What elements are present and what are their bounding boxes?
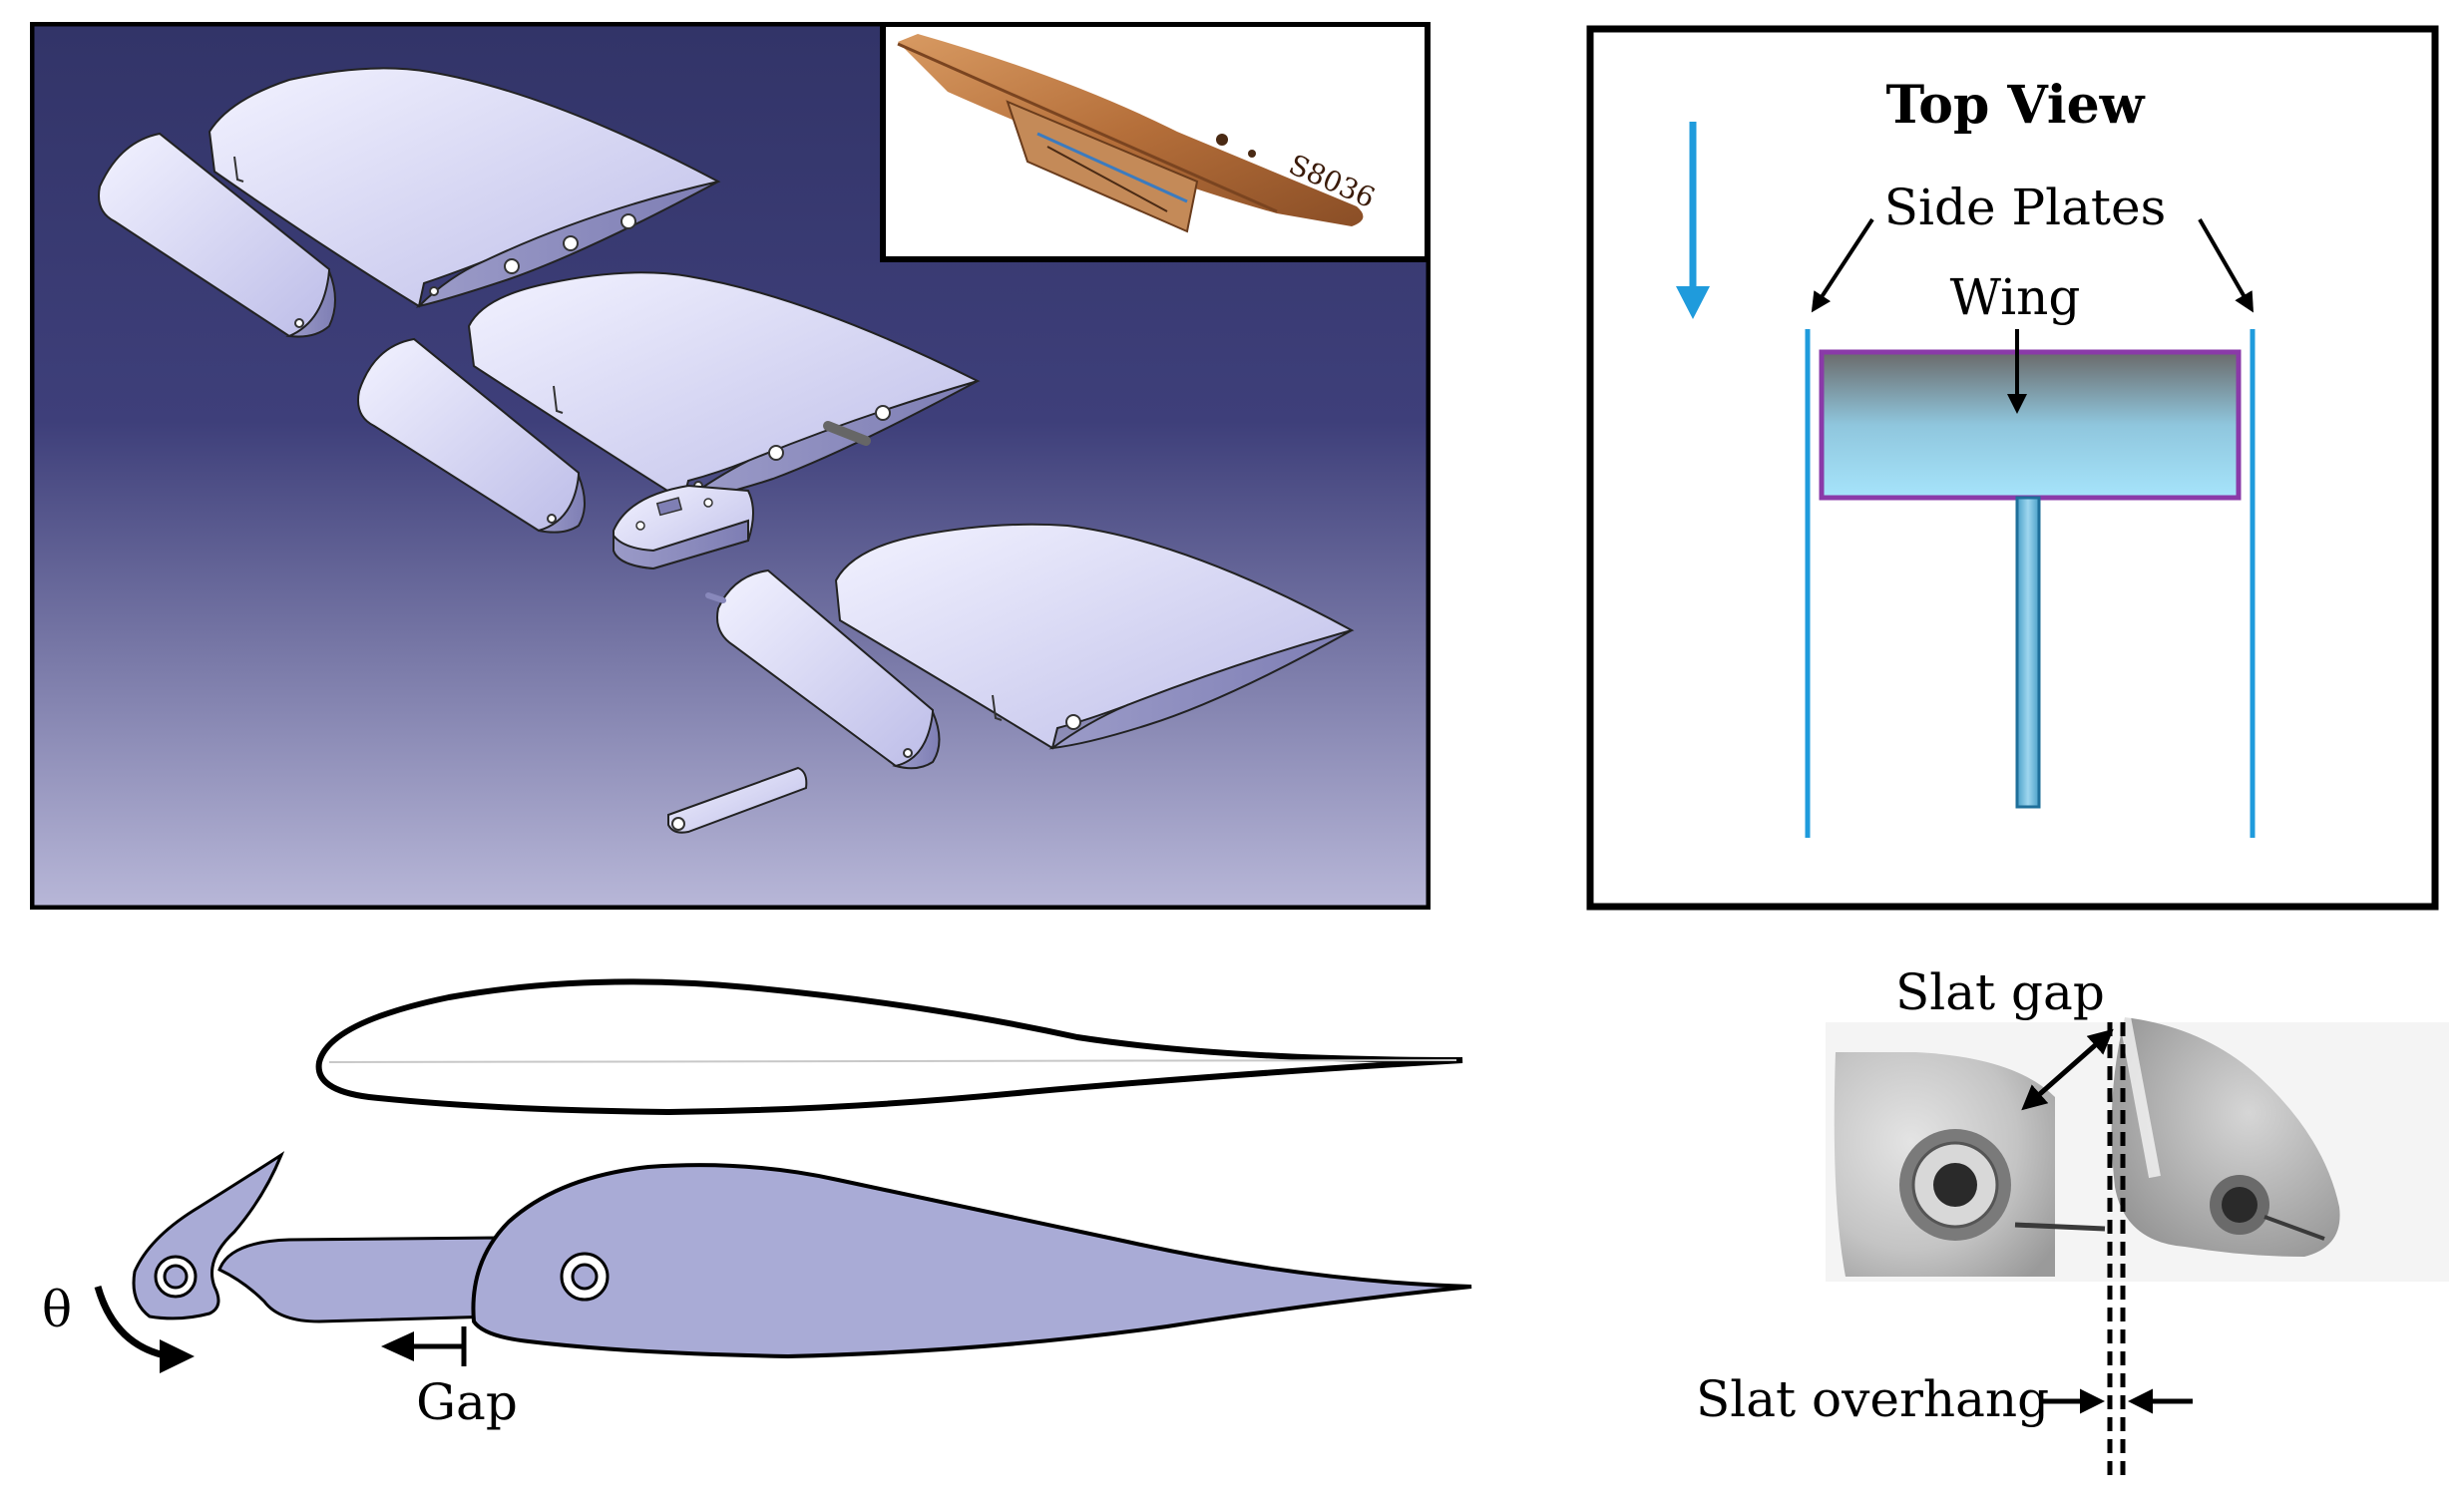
slat-gap-label: Slat gap (1895, 963, 2105, 1021)
linkage-arm (667, 766, 808, 834)
wing-segment-middle (467, 271, 981, 503)
rotation-angle-label: θ (42, 1281, 72, 1338)
airfoil-section-panel: θ Gap (30, 942, 1496, 1461)
top-view-title: Top View (1886, 75, 2146, 136)
slat-section (132, 1151, 285, 1320)
slat-photo-panel: Slat gap Slat overhang (1686, 947, 2454, 1486)
wing-label: Wing (1950, 268, 2081, 326)
slat-gap-arrow (2021, 1028, 2114, 1111)
left-side-plate-pointer (1811, 217, 1874, 313)
main-airfoil-section (471, 1163, 1472, 1359)
slat-overhang-label: Slat overhang (1696, 1370, 2049, 1428)
wing-rectangle (1819, 349, 2242, 501)
inset-photo: S8036 (880, 21, 1431, 262)
side-plates-label: Side Plates (1884, 179, 2167, 236)
connector-block (613, 484, 754, 570)
top-view-diagram: Top View Side Plates Wing (1586, 25, 2439, 911)
cad-exploded-view: S8036 (29, 21, 1432, 911)
flow-direction-arrow (1676, 122, 1710, 319)
slat-photo (2111, 1015, 2340, 1257)
slat-photo-diagram: Slat gap Slat overhang (1696, 963, 2449, 1476)
top-view-panel: Top View Side Plates Wing (1586, 25, 2439, 911)
wing-segment-bottom (834, 523, 1355, 750)
main-wing-photo (1834, 1052, 2106, 1277)
wing-segment-top (207, 67, 721, 308)
slat-middle (357, 337, 586, 534)
slat-top (98, 132, 336, 338)
right-side-plate-pointer (2198, 217, 2255, 313)
cad-exploded-view-panel: S8036 (29, 21, 1432, 911)
baseline-airfoil (315, 978, 1463, 1116)
support-sting (2015, 496, 2041, 809)
airfoil-section-diagram: θ Gap (42, 978, 1472, 1431)
gap-label: Gap (416, 1373, 518, 1431)
slat-bottom (705, 568, 941, 770)
slat-arm (217, 1236, 501, 1323)
rotation-arrow (94, 1286, 195, 1373)
gap-indicator (381, 1326, 467, 1366)
